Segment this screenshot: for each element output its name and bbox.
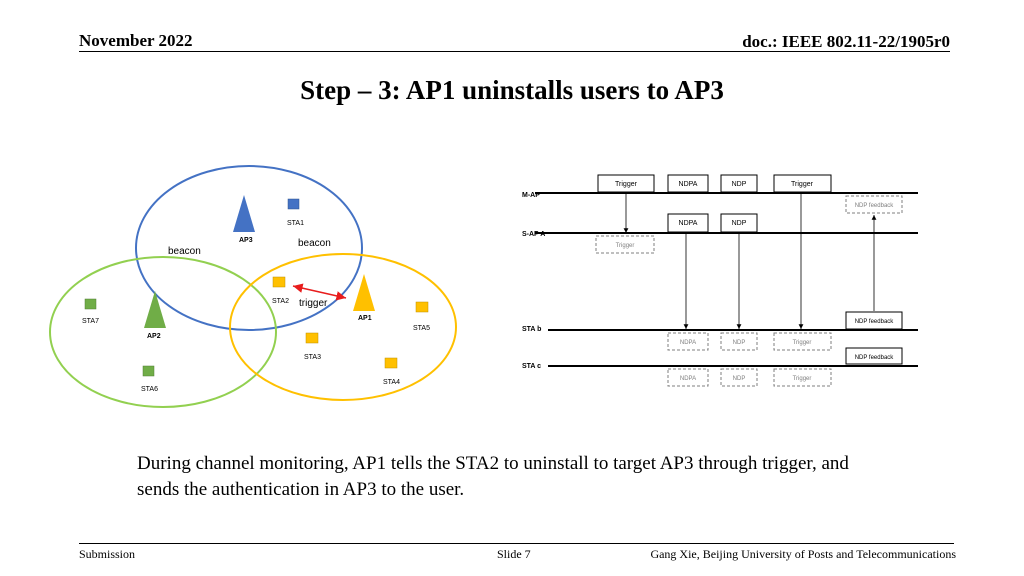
sta7-icon [84,298,97,310]
stab-ndp-box [720,332,758,351]
footer-rule [79,543,954,544]
map-ndp-box [720,174,758,193]
stac-ndp-feedback-box [845,347,903,365]
map-ndpa-label: NDPA [679,181,698,188]
stab-ndp-feedback-label: NDP feedback [855,319,895,325]
body-paragraph: During channel monitoring, AP1 tells the… [137,453,849,500]
sta4-icon [384,357,398,369]
header-rule [79,51,950,52]
map-ndp-feedback-label: NDP feedback [855,203,895,209]
stac-ndp-feedback-label: NDP feedback [855,355,895,361]
sapa-ndp-box [720,213,758,233]
ap1-coverage-circle [229,253,457,401]
footer-slide-number: Slide 7 [497,547,531,561]
ap1-label: AP1 [358,315,372,322]
stac-ndpa-label: NDPA [680,376,696,382]
topology-diagram: AP3 STA1 beacon beacon AP2 STA7 STA6 AP1… [49,165,457,408]
sta2-icon [272,276,286,288]
stab-ndp-label: NDP [733,340,746,346]
stab-trigger-label: Trigger [793,340,812,346]
map-trigger-box [597,174,655,193]
row-label-stab: STA b [522,326,541,333]
stac-ndp-label: NDP [733,376,746,382]
ap3-label: AP3 [239,237,253,244]
map-trigger-label: Trigger [615,181,638,188]
stab-ndpa-label: NDPA [680,340,696,346]
sta6-label: STA6 [141,386,158,393]
slide-title: Step – 3: AP1 uninstalls users to AP3 [300,75,724,105]
trigger-arrow [292,283,347,301]
stab-ndp-feedback-box [845,311,903,330]
stab-trigger-box [773,332,832,351]
beacon-label-left: beacon [168,246,201,257]
beacon-label-right: beacon [298,238,331,249]
stac-trigger-label: Trigger [793,376,812,382]
header-date: November 2022 [79,31,193,50]
trigger-label: trigger [299,298,328,309]
stac-trigger-box [773,368,832,387]
stab-ndpa-box [667,332,709,351]
sta1-label: STA1 [287,220,304,227]
row-label-sapa: S-AP A [522,231,545,238]
ap3-coverage-circle [135,165,363,331]
map-trigger2-box [773,174,832,193]
sta2-label: STA2 [272,298,289,305]
sta4-label: STA4 [383,379,400,386]
map-trigger2-label: Trigger [791,181,814,188]
footer-author: Gang Xie, Beijing University of Posts an… [650,547,956,561]
sta6-icon [142,365,155,377]
sapa-ndpa-box [667,213,709,233]
ap2-icon [144,291,166,328]
ap2-label: AP2 [147,333,161,340]
sta7-label: STA7 [82,318,99,325]
map-ndp-feedback-box [845,195,903,214]
map-ndpa-box [667,174,709,193]
stac-ndpa-box [667,368,709,387]
footer-submission: Submission [79,547,136,561]
ap3-icon [233,195,255,232]
ap1-icon [353,274,375,311]
sta5-icon [415,301,429,313]
sta3-icon [305,332,319,344]
sta3-label: STA3 [304,354,321,361]
ap2-coverage-circle [49,256,277,408]
header-doc-id: doc.: IEEE 802.11-22/1905r0 [742,32,950,51]
map-ndp-label: NDP [732,181,747,188]
sapa-trigger-label: Trigger [616,243,635,249]
sapa-trigger-box [595,235,655,254]
sapa-ndpa-label: NDPA [679,220,698,227]
row-label-map: M-AP [522,192,540,199]
sta5-label: STA5 [413,325,430,332]
row-label-stac: STA c [522,363,541,370]
sta1-icon [287,198,300,210]
timing-diagram: M-AP S-AP A STA b STA c Trigger NDPA NDP… [522,174,918,387]
sapa-ndp-label: NDP [732,220,747,227]
stac-ndp-box [720,368,758,387]
